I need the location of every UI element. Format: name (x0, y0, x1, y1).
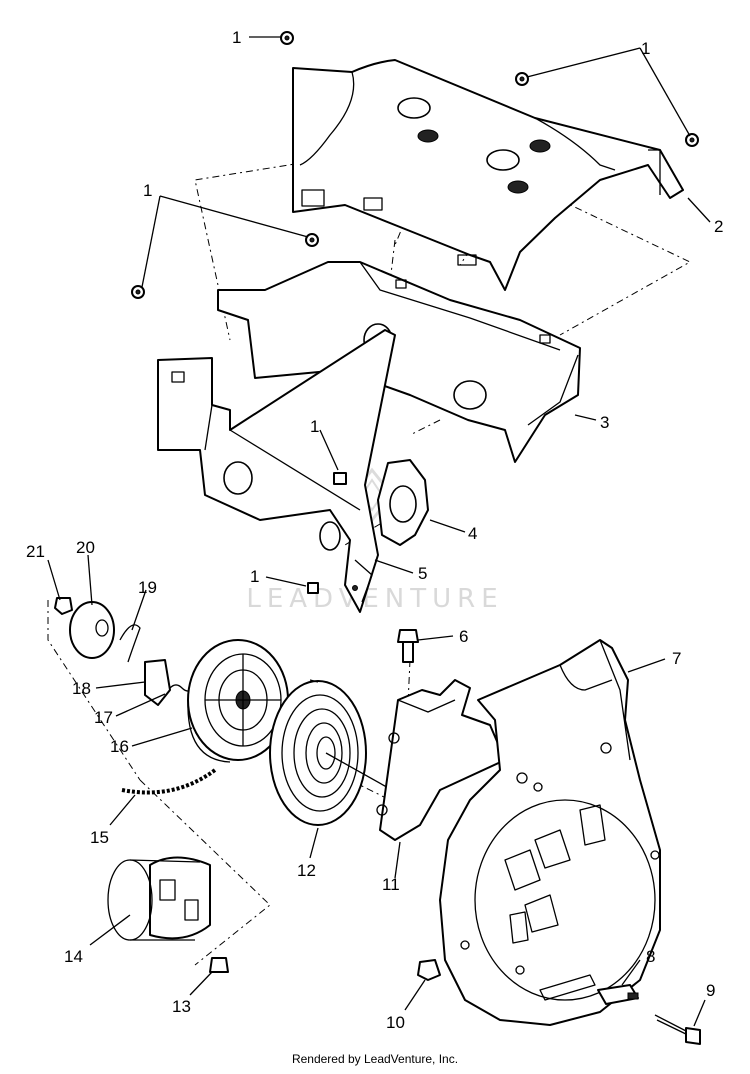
part-4-gasket (377, 459, 429, 546)
callout-19: 19 (138, 578, 157, 597)
leader-lines (47, 36, 711, 1027)
part-19-clip (119, 624, 141, 663)
callout-18: 18 (72, 679, 91, 698)
callout-5: 5 (418, 564, 427, 583)
callout-17: 17 (94, 708, 113, 727)
callout-4: 4 (468, 524, 477, 543)
part-14-starter-cup (107, 856, 211, 941)
callout-12: 12 (297, 861, 316, 880)
callout-6: 6 (459, 627, 468, 646)
part-3-lower-shroud (217, 261, 581, 463)
part-7-blower-housing (439, 639, 661, 1026)
part-2-top-shroud (292, 59, 684, 291)
callout-10: 10 (386, 1013, 405, 1032)
callout-2: 2 (714, 217, 723, 236)
callout-1d: 1 (310, 417, 319, 436)
callout-1b: 1 (641, 39, 650, 58)
part-8-clip (597, 984, 639, 1005)
callout-14: 14 (64, 947, 83, 966)
part-12-recoil-spring (269, 679, 393, 826)
part-6-bolt (397, 629, 419, 663)
part-10-nut (417, 959, 441, 981)
part-13-screw (209, 957, 229, 973)
callout-1c: 1 (143, 181, 152, 200)
footer-credit: Rendered by LeadVenture, Inc. (291, 1052, 459, 1066)
exploded-parts-diagram: LEADVENTURE (26, 28, 723, 1045)
part-15-rope (121, 768, 217, 795)
callout-1e: 1 (250, 567, 259, 586)
callout-3: 3 (600, 413, 609, 432)
watermark-text: LEADVENTURE (246, 584, 503, 614)
part-1-fasteners (131, 31, 699, 594)
part-9-bolt (654, 1014, 701, 1045)
watermark-logo: LEADVENTURE (246, 467, 503, 614)
callout-16: 16 (110, 737, 129, 756)
part-5-side-bracket (157, 329, 396, 613)
callout-21: 21 (26, 542, 45, 561)
part-18-pawl (144, 659, 171, 706)
callout-7: 7 (672, 649, 681, 668)
part-11-starter-bracket (376, 679, 506, 841)
callout-13: 13 (172, 997, 191, 1016)
callout-labels: 1 1 1 1 1 2 3 4 5 6 7 8 9 10 11 12 13 14… (26, 28, 723, 1032)
callout-20: 20 (76, 538, 95, 557)
part-20-washer (69, 601, 115, 659)
callout-8: 8 (646, 947, 655, 966)
callout-1a: 1 (232, 28, 241, 47)
part-21-nut (54, 597, 73, 615)
callout-15: 15 (90, 828, 109, 847)
callout-11: 11 (382, 875, 400, 894)
callout-9: 9 (706, 981, 715, 1000)
